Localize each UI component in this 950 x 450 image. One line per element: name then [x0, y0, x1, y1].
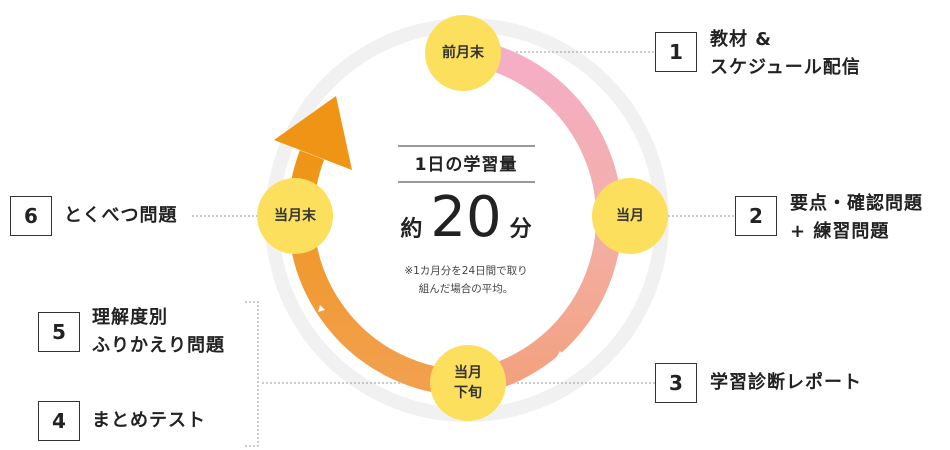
- node-late-month: 当月 下旬: [430, 345, 506, 421]
- amount-note: ※1カ月分を24日間で取り 組んだ場合の平均。: [396, 262, 536, 298]
- node-late-month-label-1: 当月: [454, 365, 482, 381]
- step-4-label-line-1: まとめテスト: [92, 410, 206, 431]
- step-1-label: 教材 & スケジュール配信: [710, 26, 861, 82]
- step-2-label: 要点・確認問題 + 練習問題: [790, 190, 923, 246]
- step-1-label-line-1: 教材 &: [710, 29, 772, 50]
- flow-mark-1: [601, 120, 607, 128]
- step-3-number: 3: [655, 363, 697, 403]
- step-1-number: 1: [655, 32, 697, 72]
- step-5-label: 理解度別 ふりかえり問題: [92, 304, 225, 360]
- amount-note-line-1: ※1カ月分を24日間で取り: [404, 265, 528, 277]
- daily-study-amount: 約 20 分: [376, 188, 556, 248]
- node-month-end: 当月末: [257, 178, 333, 254]
- bracket-steps-4-5: [245, 301, 259, 447]
- daily-study-title: 1日の学習量: [414, 155, 518, 175]
- step-4-number: 4: [38, 401, 80, 441]
- step-3-label: 学習診断レポート: [710, 369, 862, 397]
- amount-number: 20: [430, 185, 502, 250]
- flow-mark-2: [556, 351, 564, 358]
- arrow-head: [274, 96, 352, 170]
- step-5-number: 5: [38, 312, 80, 352]
- node-this-month-label: 当月: [616, 208, 644, 224]
- step-6-label-line-1: とくべつ問題: [64, 205, 178, 226]
- step-6-number: 6: [10, 196, 52, 236]
- step-4-label: まとめテスト: [92, 407, 206, 435]
- node-late-month-label-2: 下旬: [454, 385, 482, 401]
- step-1-label-line-2: スケジュール配信: [710, 57, 861, 78]
- node-prev-month-end-label: 前月末: [442, 45, 484, 61]
- step-2-number: 2: [735, 196, 777, 236]
- step-6-label: とくべつ問題: [64, 202, 177, 230]
- node-prev-month-end: 前月末: [425, 15, 501, 91]
- amount-unit: 分: [509, 217, 532, 242]
- step-2-label-line-1: 要点・確認問題: [790, 193, 923, 214]
- node-this-month: 当月: [592, 178, 668, 254]
- flow-mark-3: [318, 305, 325, 312]
- node-month-end-label: 当月末: [274, 208, 316, 224]
- step-5-label-line-1: 理解度別: [92, 307, 168, 328]
- step-2-label-line-2: + 練習問題: [790, 221, 890, 242]
- amount-prefix: 約: [400, 217, 423, 242]
- amount-note-line-2: 組んだ場合の平均。: [418, 283, 514, 295]
- step-5-label-line-2: ふりかえり問題: [92, 335, 225, 356]
- step-3-label-line-1: 学習診断レポート: [710, 372, 862, 393]
